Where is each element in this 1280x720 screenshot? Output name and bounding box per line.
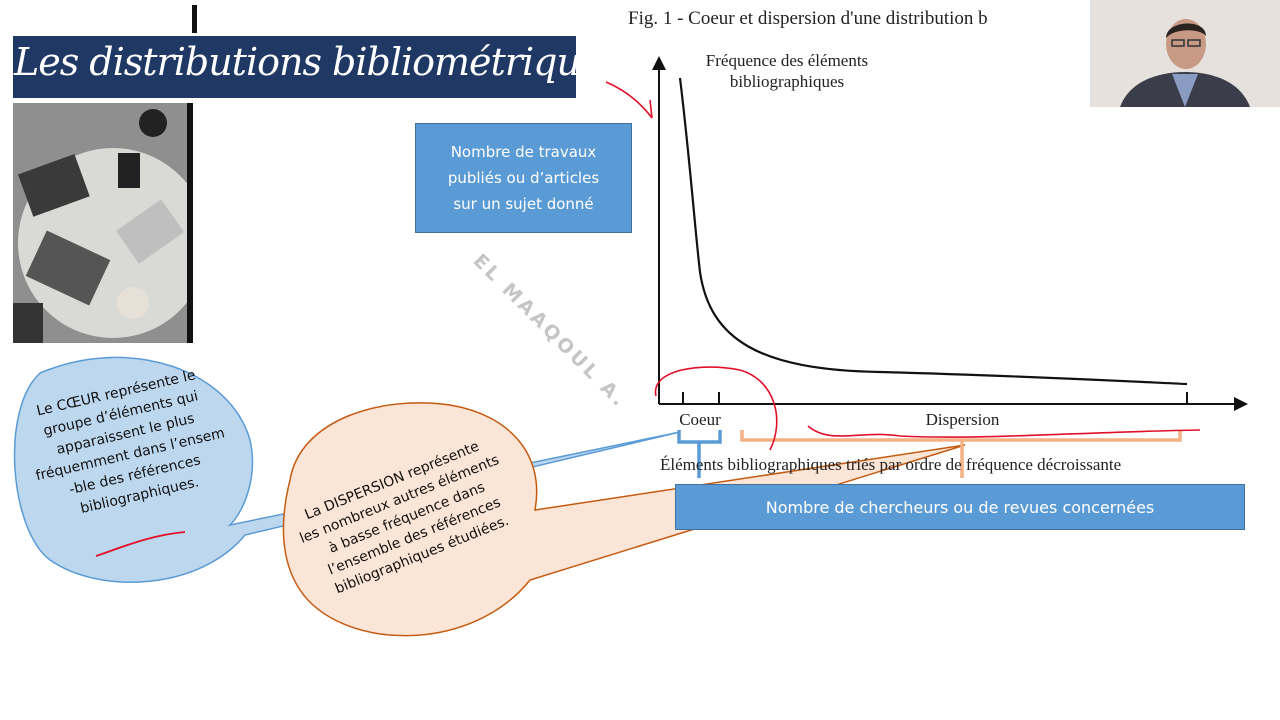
distribution-curve xyxy=(678,77,1188,386)
red-underline-coeur xyxy=(95,531,186,557)
x-axis-arrow xyxy=(1234,397,1248,411)
y-axis-label-line1: Fréquence des éléments xyxy=(705,51,869,70)
coeur-bracket xyxy=(677,430,722,478)
workspace-photo xyxy=(13,103,193,343)
travaux-box-text: Nombre de travaux publiés ou d’articles … xyxy=(447,143,600,213)
webcam-video xyxy=(1090,0,1280,107)
chercheurs-box-text: Nombre de chercheurs ou de revues concer… xyxy=(765,497,1155,517)
dispersion-bracket xyxy=(740,430,1182,478)
chercheurs-box: Nombre de chercheurs ou de revues concer… xyxy=(675,484,1245,530)
red-circle-annotation xyxy=(654,366,778,451)
y-axis-arrow xyxy=(652,56,666,70)
x-label-coeur: Coeur xyxy=(679,410,721,429)
slide-top-marker xyxy=(192,5,197,33)
travaux-box: Nombre de travaux publiés ou d’articles … xyxy=(415,123,632,233)
title-banner xyxy=(13,36,576,98)
red-arrow-annotation xyxy=(605,81,653,119)
figure-caption: Fig. 1 - Coeur et dispersion d'une distr… xyxy=(628,8,988,29)
y-axis-label-line2: bibliographiques xyxy=(729,72,845,91)
dispersion-callout-bubble xyxy=(282,402,966,637)
slide-title: Les distributions bibliométriques ? .. xyxy=(14,40,685,84)
coeur-callout-bubble xyxy=(13,356,681,583)
x-axis-title: Éléments bibliographiques triés par ordr… xyxy=(660,455,1122,474)
photo-border xyxy=(187,103,193,343)
red-underline-dispersion xyxy=(807,425,1201,438)
y-axis-label: Fréquence des éléments bibliographiques xyxy=(672,50,902,92)
x-label-dispersion: Dispersion xyxy=(925,410,1000,429)
